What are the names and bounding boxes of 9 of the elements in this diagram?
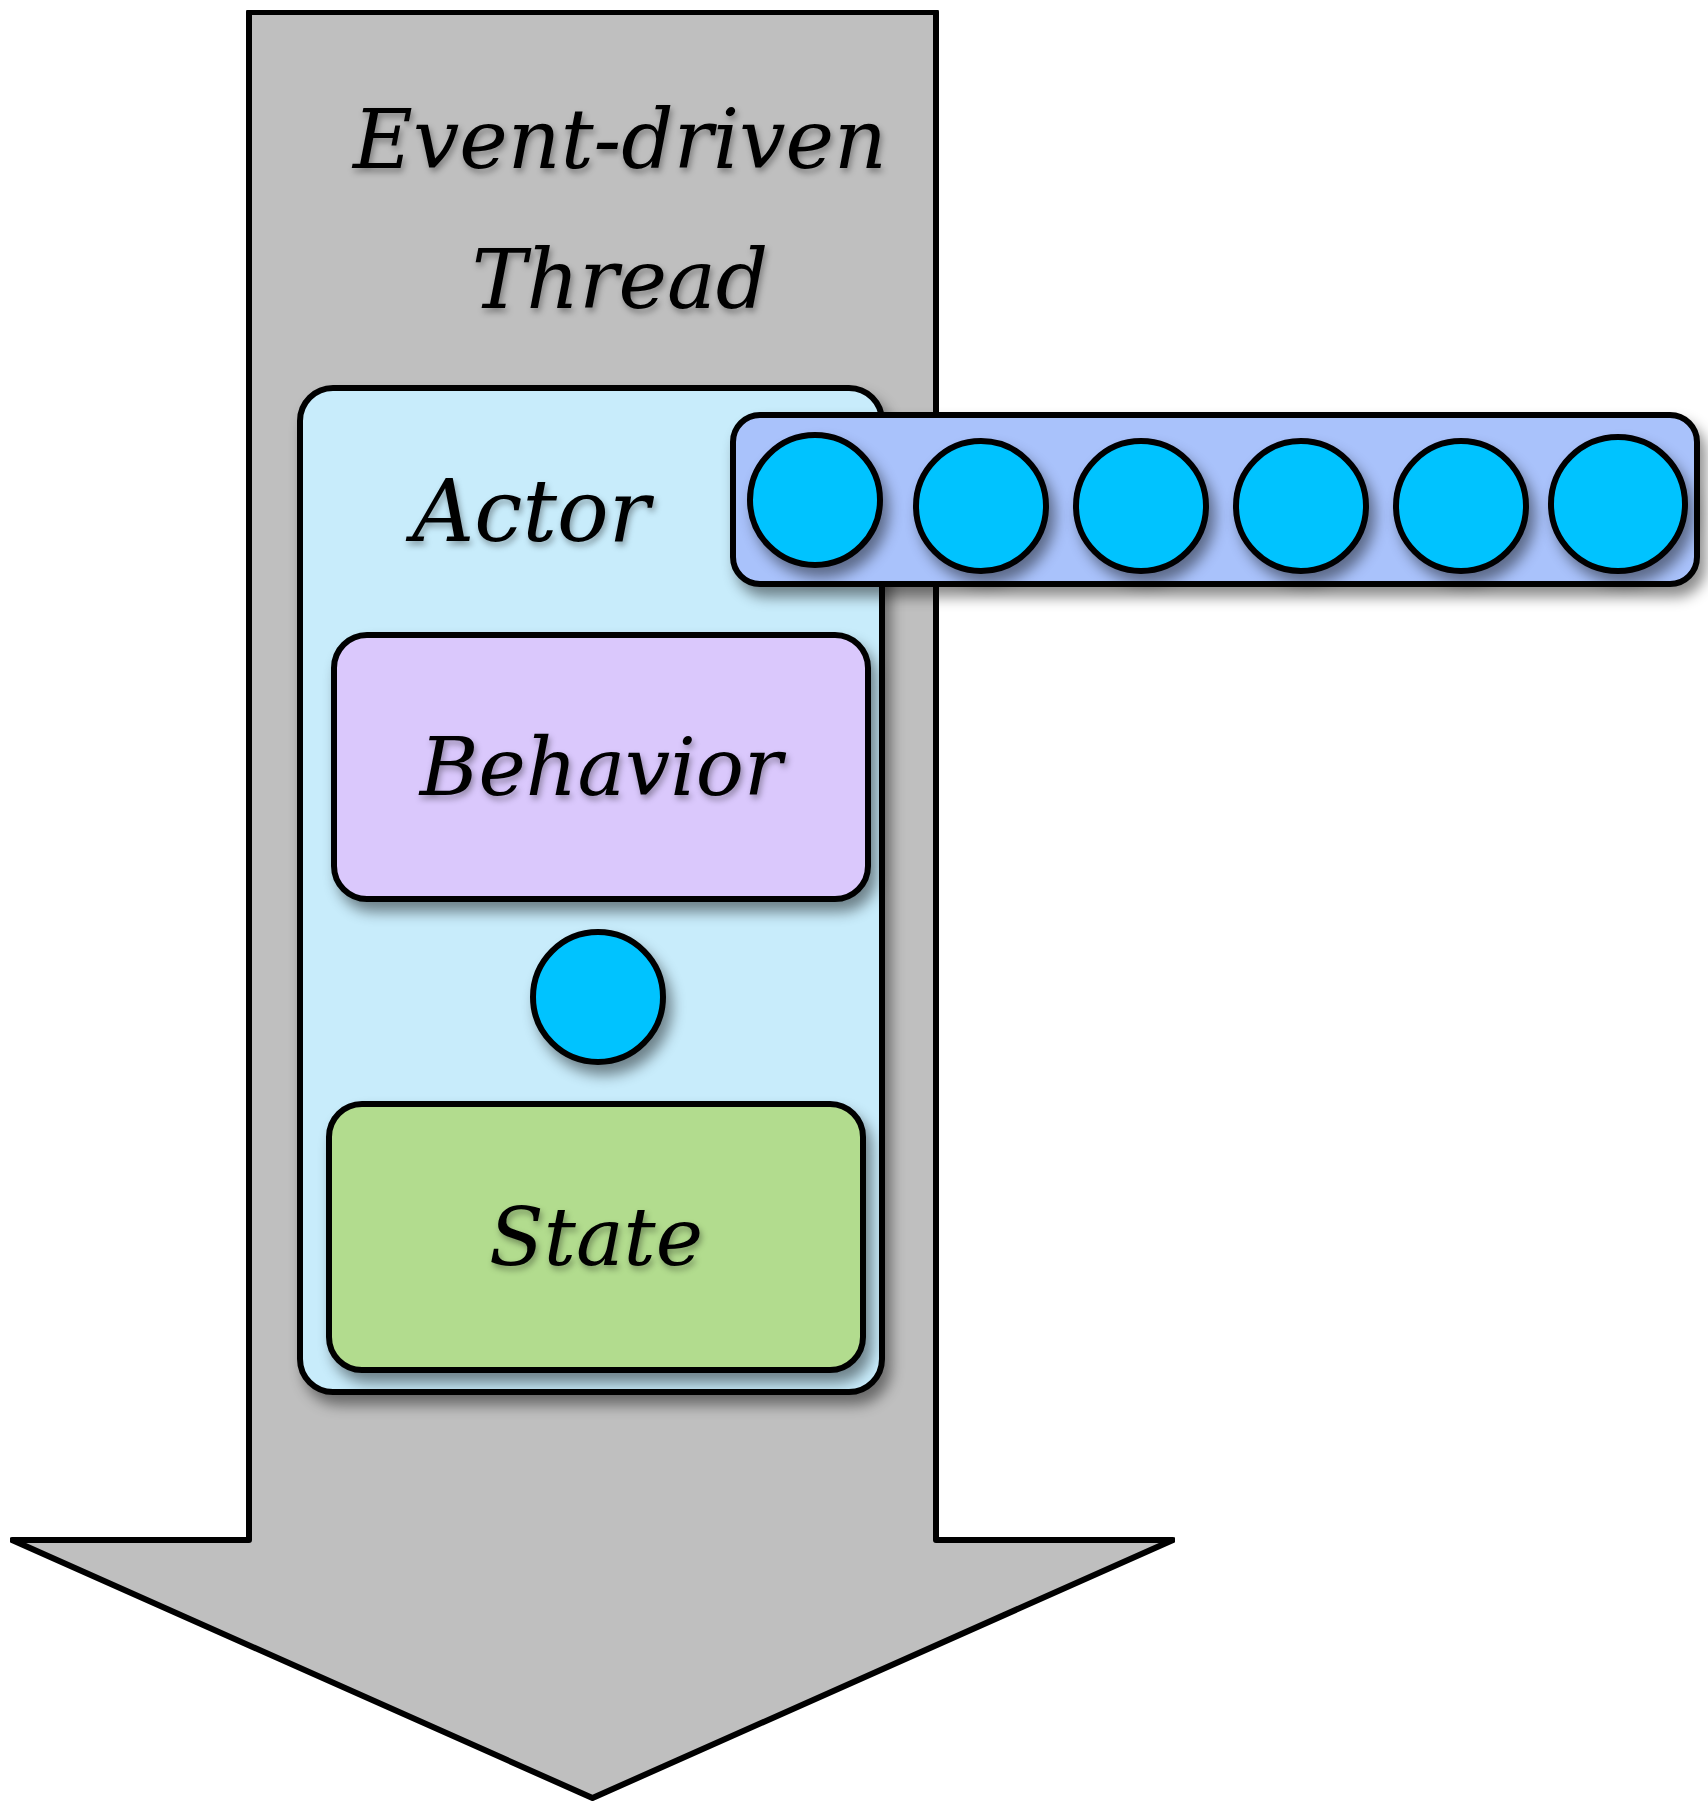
box-label: Behavior <box>337 720 865 814</box>
thread-title: Event-driven Thread <box>351 91 888 329</box>
actor-box <box>297 385 885 1395</box>
box-label: State <box>487 1190 705 1284</box>
mailbox-bar <box>730 412 1700 587</box>
component-box <box>331 632 871 902</box>
component-box <box>326 1101 866 1373</box>
thread-arrow <box>10 10 1175 1802</box>
actor-title: Actor <box>303 461 759 561</box>
